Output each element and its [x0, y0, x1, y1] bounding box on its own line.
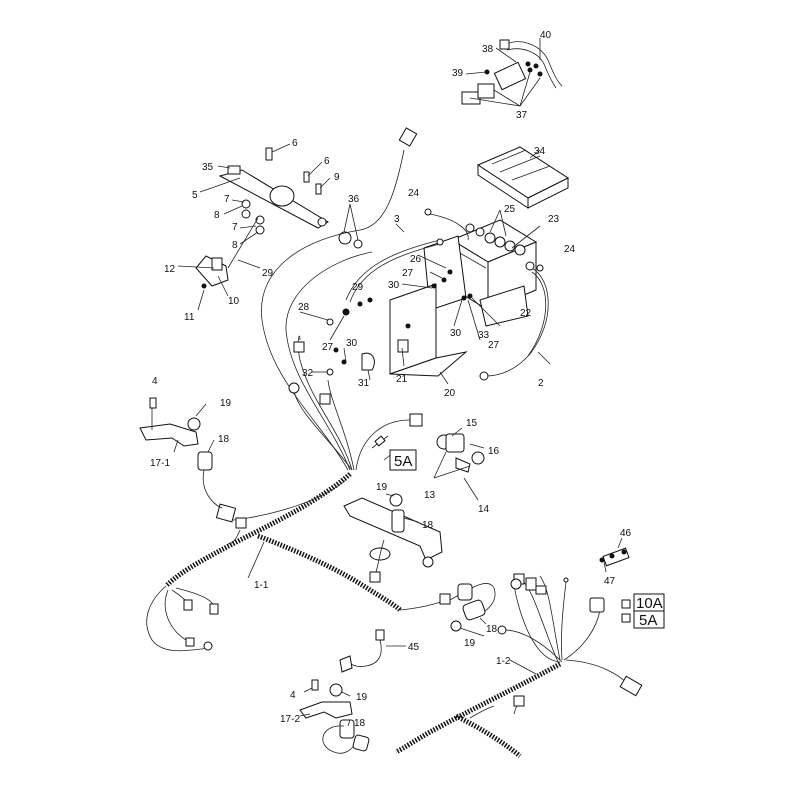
callout-labels: 40 38 39 37 34 6 6 35 9 5 7 8 7 8 36 24 …	[150, 30, 632, 729]
callout-8a: 8	[214, 210, 220, 221]
callout-12: 12	[164, 264, 176, 275]
callout-10: 10	[228, 296, 240, 307]
sensor-bracket-17-2	[299, 679, 370, 754]
harness-1-1	[146, 472, 451, 652]
mounting-bracket	[199, 143, 363, 249]
callout-27b: 27	[488, 340, 500, 351]
callout-29a: 29	[262, 268, 274, 279]
callout-7b: 7	[232, 222, 238, 233]
ground-wire	[339, 629, 406, 673]
relay-part	[177, 217, 261, 311]
center-bracket	[343, 493, 443, 583]
callout-17-2: 17-2	[280, 714, 300, 725]
callout-18c: 18	[486, 624, 498, 635]
battery-holder	[389, 283, 468, 385]
connector-group-37-40	[461, 38, 563, 107]
fuse-label-5a-right: 5A	[639, 612, 657, 629]
callout-9: 9	[334, 172, 340, 183]
battery	[423, 209, 541, 327]
callout-31: 31	[358, 378, 370, 389]
callout-18b: 18	[422, 520, 434, 531]
callout-35: 35	[202, 162, 214, 173]
battery-cover	[476, 146, 570, 209]
callout-27c: 27	[322, 342, 334, 353]
callout-18a: 18	[218, 434, 230, 445]
fuse-holder	[599, 537, 631, 623]
callout-19a: 19	[220, 398, 232, 409]
callout-16: 16	[488, 446, 500, 457]
callout-17-1: 17-1	[150, 458, 170, 469]
callout-25: 25	[504, 204, 516, 215]
callout-34: 34	[534, 146, 546, 157]
right-sensor	[449, 583, 496, 637]
callout-5: 5	[192, 190, 198, 201]
callout-11: 11	[184, 312, 195, 323]
callout-30c: 30	[346, 338, 358, 349]
callout-3: 3	[394, 214, 400, 225]
callout-46: 46	[620, 528, 632, 539]
callout-18d: 18	[354, 718, 366, 729]
callout-38: 38	[482, 44, 494, 55]
callout-23: 23	[548, 214, 560, 225]
callout-6b: 6	[324, 156, 330, 167]
callout-19b: 19	[376, 482, 388, 493]
callout-45: 45	[408, 642, 420, 653]
fuse-box-5a-mid: 5A	[389, 449, 417, 471]
callout-14: 14	[478, 504, 490, 515]
callout-2: 2	[538, 378, 544, 389]
callout-19c: 19	[464, 638, 476, 649]
callout-36: 36	[348, 194, 360, 205]
callout-20: 20	[444, 388, 456, 399]
battery-cables	[345, 208, 551, 381]
switch-assembly	[433, 427, 485, 501]
callout-39: 39	[452, 68, 464, 79]
harness-1-2	[394, 573, 643, 758]
callout-40: 40	[540, 30, 552, 41]
callout-8b: 8	[232, 240, 238, 251]
callout-30b: 30	[450, 328, 462, 339]
callout-28: 28	[298, 302, 310, 313]
callout-24b: 24	[564, 244, 576, 255]
callout-6a: 6	[292, 138, 298, 149]
callout-30a: 30	[388, 280, 400, 291]
upper-harness-wires	[261, 127, 423, 471]
callout-26: 26	[410, 254, 422, 265]
callout-4b: 4	[290, 690, 296, 701]
fuse-box-10a-5a: 10A 5A	[633, 593, 665, 629]
callout-29b: 29	[352, 282, 364, 293]
callout-15: 15	[466, 418, 478, 429]
callout-21: 21	[396, 374, 408, 385]
callout-27a: 27	[402, 268, 414, 279]
callout-32: 32	[302, 368, 314, 379]
callout-22: 22	[520, 308, 532, 319]
fuse-label-10a: 10A	[636, 595, 663, 612]
callout-4a: 4	[152, 376, 158, 387]
callout-1-2: 1-2	[496, 656, 511, 667]
callout-19d: 19	[356, 692, 368, 703]
callout-37: 37	[516, 110, 528, 121]
callout-1-1: 1-1	[254, 580, 269, 591]
callout-7a: 7	[224, 194, 230, 205]
fuse-label-5a-mid: 5A	[394, 453, 412, 470]
callout-47: 47	[604, 576, 616, 587]
callout-33: 33	[478, 330, 490, 341]
holder-hardware	[299, 255, 501, 381]
sensor-bracket-17-1	[139, 397, 223, 509]
callout-13: 13	[424, 490, 436, 501]
callout-24a: 24	[408, 188, 420, 199]
